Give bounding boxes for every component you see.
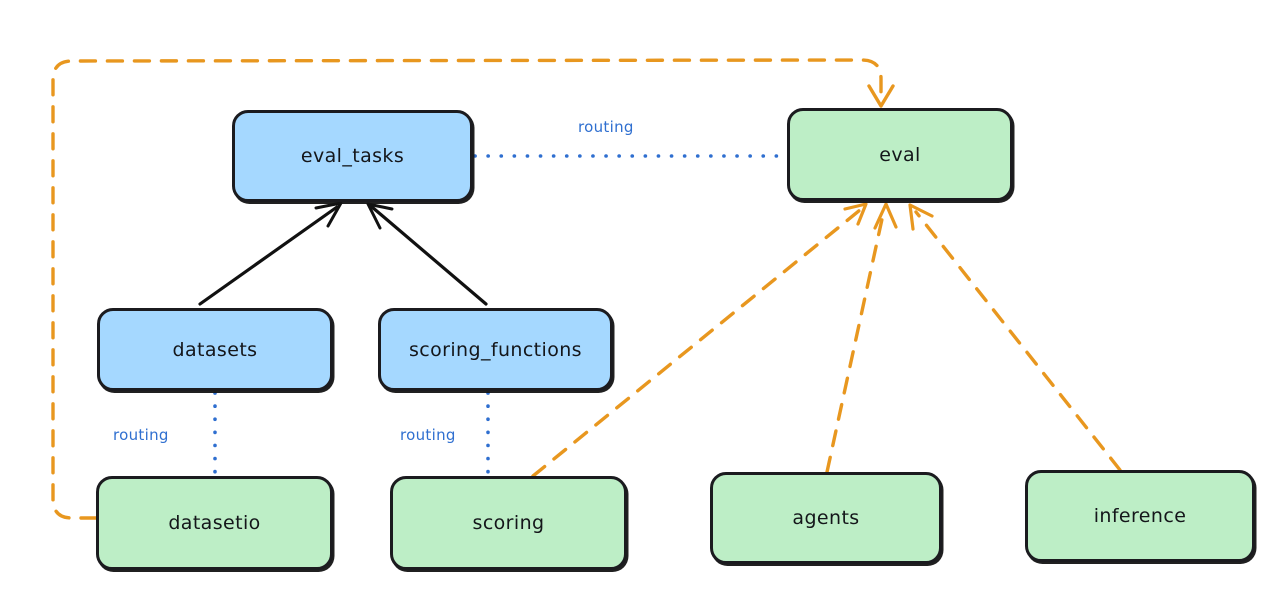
node-eval-label: eval	[879, 143, 921, 166]
node-agents-label: agents	[792, 507, 860, 529]
node-agents[interactable]: agents	[710, 472, 942, 564]
node-eval-tasks-label: eval_tasks	[300, 145, 405, 167]
arrowhead-scoring-eval	[843, 202, 868, 226]
node-inference-label: inference	[1093, 505, 1187, 527]
arrowhead-datasetio-eval	[867, 84, 895, 108]
node-eval[interactable]: eval	[787, 108, 1013, 201]
node-datasets-label: datasets	[172, 338, 258, 361]
node-inference[interactable]: inference	[1025, 470, 1255, 562]
arrowhead-inference-eval	[908, 203, 934, 231]
arrowhead-scoring-functions-eval-tasks	[366, 202, 394, 230]
edge-datasets-to-eval-tasks	[198, 205, 339, 306]
edge-agents-to-eval	[825, 208, 886, 474]
node-datasetio-label: datasetio	[168, 512, 261, 534]
edge-scoring-to-eval	[531, 208, 862, 478]
node-scoring[interactable]: scoring	[390, 476, 627, 570]
node-datasets[interactable]: datasets	[97, 308, 333, 391]
node-scoring-label: scoring	[472, 512, 545, 534]
arrowhead-datasets-eval-tasks	[314, 201, 343, 228]
edge-label-routing-scoring-functions: routing	[400, 426, 456, 444]
node-eval-tasks[interactable]: eval_tasks	[232, 110, 473, 202]
edge-datasetio-to-eval	[51, 58, 883, 520]
edge-scoring-functions-to-eval-tasks	[370, 205, 488, 306]
edge-label-routing-datasets: routing	[113, 426, 169, 444]
edge-label-routing-eval-tasks: routing	[578, 118, 634, 136]
node-scoring-functions-label: scoring_functions	[409, 338, 582, 361]
edge-inference-to-eval	[914, 210, 1122, 472]
node-scoring-functions[interactable]: scoring_functions	[378, 308, 613, 391]
node-datasetio[interactable]: datasetio	[96, 476, 333, 570]
arrowhead-agents-eval	[873, 202, 898, 230]
